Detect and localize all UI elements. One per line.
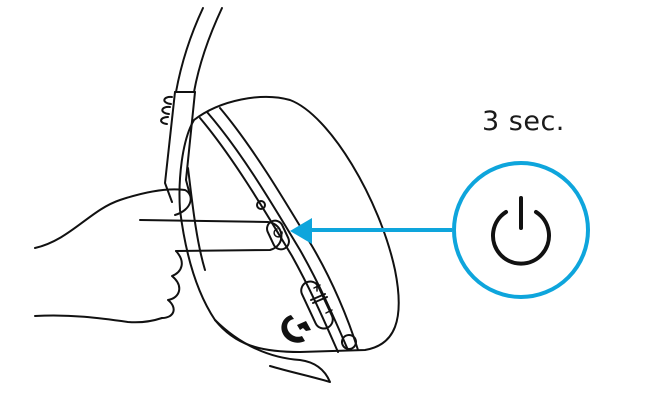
power-icon-callout bbox=[452, 161, 590, 299]
power-icon bbox=[491, 196, 551, 266]
mic-mute-button bbox=[341, 334, 357, 350]
headband bbox=[160, 7, 223, 203]
logitech-g-logo-icon bbox=[281, 315, 311, 343]
arrow-icon bbox=[290, 218, 452, 244]
ear-cup bbox=[178, 95, 400, 353]
hand bbox=[34, 188, 283, 324]
volume-rocker bbox=[300, 280, 334, 330]
boom-tail bbox=[214, 319, 331, 383]
duration-caption: 3 sec. bbox=[482, 106, 565, 137]
